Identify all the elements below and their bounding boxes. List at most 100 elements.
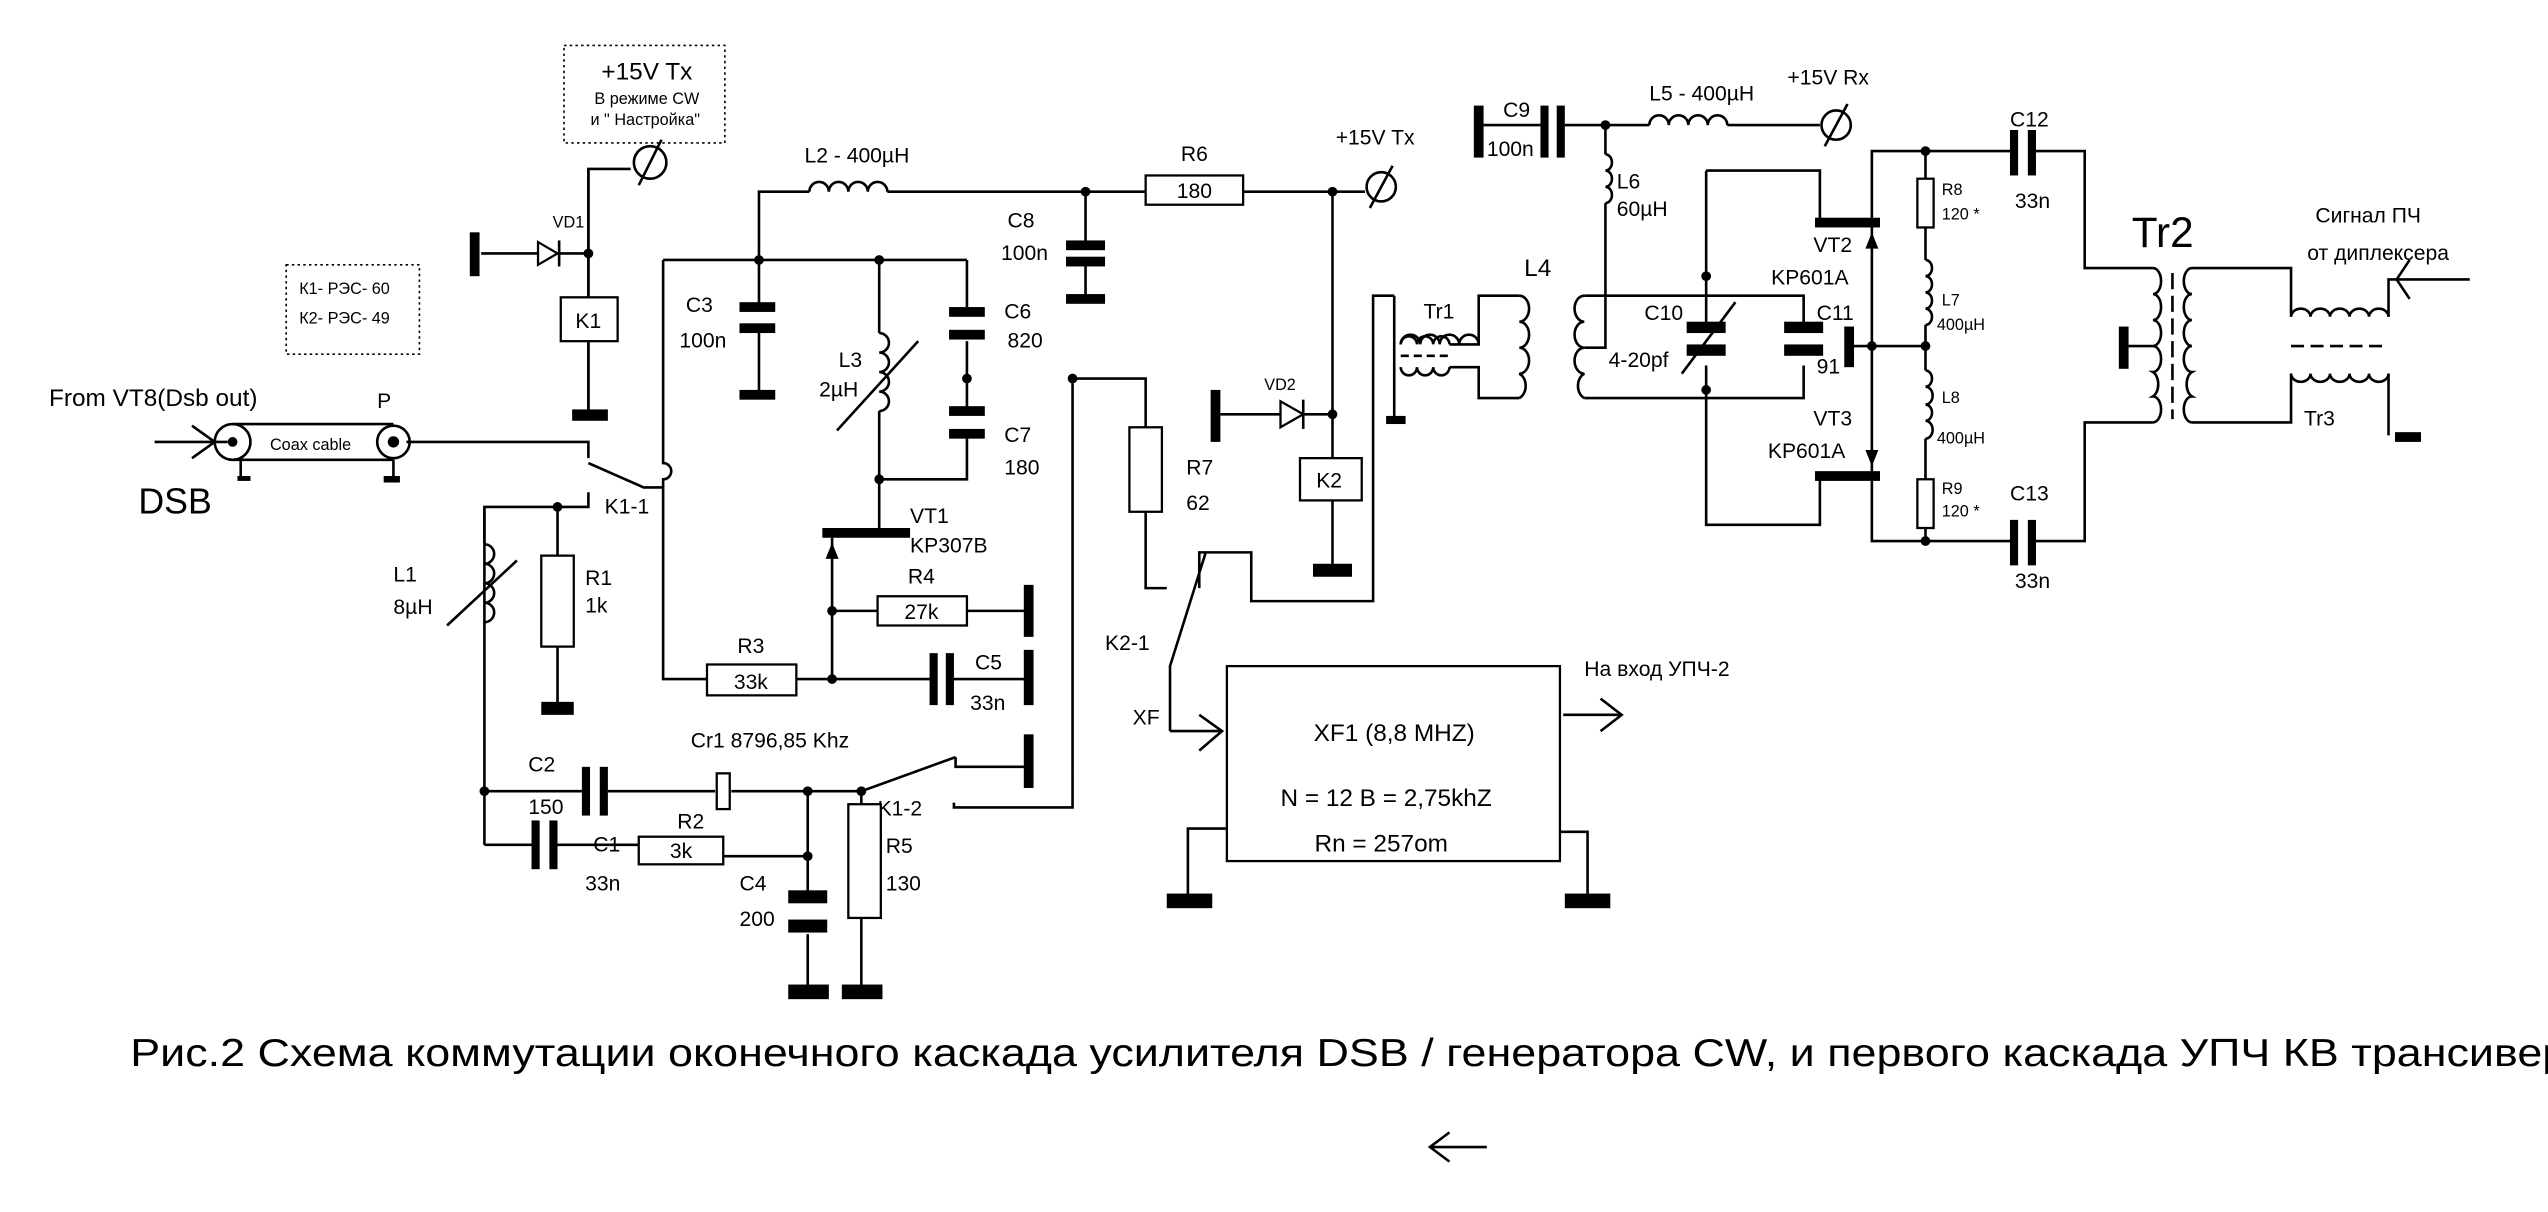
svg-text:Сигнал ПЧ: Сигнал ПЧ [2315, 205, 2421, 228]
svg-text:XF: XF [1133, 707, 1160, 730]
svg-text:3k: 3k [670, 840, 693, 863]
svg-text:KP601A: KP601A [1768, 440, 1846, 463]
svg-text:VT1: VT1 [910, 505, 949, 528]
figure-caption: Рис.2 Схема коммутации оконечного каскад… [130, 1032, 2548, 1075]
svg-text:R6: R6 [1181, 143, 1208, 166]
svg-text:L6: L6 [1617, 170, 1640, 193]
k1-1-switch: K1-1 L1 8µH R1 1k [393, 440, 664, 845]
svg-text:VT2: VT2 [1813, 234, 1852, 257]
svg-text:от диплексера: от диплексера [2307, 242, 2449, 265]
svg-text:400µH: 400µH [1937, 430, 1985, 448]
svg-text:100n: 100n [679, 330, 726, 353]
svg-text:C5: C5 [975, 651, 1002, 674]
svg-text:C12: C12 [2010, 109, 2049, 132]
svg-text:4-20pf: 4-20pf [1609, 349, 1669, 372]
svg-text:Coax cable: Coax cable [270, 436, 351, 454]
svg-text:From VT8(Dsb out): From VT8(Dsb out) [49, 385, 257, 412]
svg-text:N = 12 B = 2,75khZ: N = 12 B = 2,75khZ [1280, 785, 1491, 812]
svg-text:C13: C13 [2010, 482, 2049, 505]
svg-text:VT3: VT3 [1813, 408, 1852, 431]
svg-text:+15V Tx: +15V Tx [601, 59, 692, 86]
svg-text:L7: L7 [1942, 291, 1960, 309]
svg-text:K1-2: K1-2 [878, 798, 923, 821]
svg-text:KP601A: KP601A [1771, 266, 1849, 289]
k1-relay-circuit: K1 VD1 [469, 139, 668, 421]
svg-text:L4: L4 [1524, 255, 1551, 282]
svg-text:R7: R7 [1186, 456, 1213, 479]
svg-text:L1: L1 [393, 564, 416, 587]
svg-text:DSB: DSB [138, 481, 211, 521]
relay-note: К1- РЭС- 60 К2- РЭС- 49 [285, 264, 421, 355]
svg-text:62: 62 [1186, 492, 1209, 515]
svg-text:L3: L3 [839, 349, 862, 372]
svg-text:2µH: 2µH [819, 378, 858, 401]
svg-text:100n: 100n [1001, 242, 1048, 265]
svg-text:+15V Tx: +15V Tx [1336, 127, 1415, 150]
svg-text:и " Настройка": и " Настройка" [590, 111, 700, 129]
supply-note: +15V Tx В режиме CW и " Настройка" [563, 44, 726, 144]
svg-text:KP307B: KP307B [910, 534, 987, 557]
svg-text:180: 180 [1004, 456, 1039, 479]
svg-text:В режиме CW: В режиме CW [594, 90, 700, 108]
svg-text:150: 150 [528, 796, 563, 819]
svg-text:400µH: 400µH [1937, 316, 1985, 334]
svg-text:Tr1: Tr1 [1423, 300, 1454, 323]
svg-text:C7: C7 [1004, 424, 1031, 447]
svg-text:C4: C4 [739, 872, 766, 895]
svg-text:C11: C11 [1817, 302, 1854, 325]
svg-text:K2: K2 [1316, 469, 1342, 492]
svg-text:C10: C10 [1644, 302, 1683, 325]
svg-text:130: 130 [886, 872, 921, 895]
svg-text:R3: R3 [737, 635, 764, 658]
svg-text:1k: 1k [585, 594, 608, 617]
svg-text:Rn = 257om: Rn = 257om [1315, 830, 1448, 857]
svg-text:C1: C1 [593, 833, 620, 856]
svg-text:120 *: 120 * [1942, 205, 1981, 223]
svg-text:C2: C2 [528, 754, 555, 777]
svg-text:L2 - 400µH: L2 - 400µH [804, 144, 909, 167]
svg-text:8µH: 8µH [393, 596, 432, 619]
svg-text:P: P [377, 390, 391, 413]
svg-text:C8: C8 [1008, 209, 1035, 232]
svg-text:200: 200 [739, 908, 774, 931]
svg-text:K1: K1 [575, 310, 601, 333]
svg-text:На вход УПЧ-2: На вход УПЧ-2 [1584, 658, 1729, 681]
svg-text:L5 - 400µH: L5 - 400µH [1649, 83, 1754, 106]
svg-text:91: 91 [1817, 356, 1840, 379]
svg-text:R4: R4 [908, 565, 935, 588]
crystal-branch: Cr1 8796,85 Khz C2 150 K1-2 C1 33n R2 3k C4… [479, 377, 1147, 1000]
svg-text:100n: 100n [1487, 138, 1534, 161]
k2-relay-circuit: R7 62 K2-1 VD2 K2 [1105, 191, 1395, 732]
svg-text:Tr3: Tr3 [2304, 408, 2335, 431]
svg-text:820: 820 [1008, 330, 1043, 353]
arrow-left-icon [1427, 1131, 1487, 1163]
svg-text:R2: R2 [677, 811, 704, 834]
svg-text:180: 180 [1177, 180, 1212, 203]
svg-text:C9: C9 [1503, 99, 1530, 122]
svg-text:К2- РЭС- 49: К2- РЭС- 49 [299, 309, 390, 327]
svg-text:VD1: VD1 [553, 213, 585, 231]
svg-text:R5: R5 [886, 835, 913, 858]
svg-text:VD2: VD2 [1264, 376, 1296, 394]
svg-text:R1: R1 [585, 567, 612, 590]
svg-text:120 *: 120 * [1942, 503, 1981, 521]
xf1-filter: XF На вход УПЧ-2 XF1 (8,8 MHZ) N = 12 B … [1133, 658, 1730, 909]
svg-text:27k: 27k [904, 601, 938, 624]
svg-text:33n: 33n [2015, 570, 2050, 593]
svg-text:XF1 (8,8 MHZ): XF1 (8,8 MHZ) [1314, 720, 1475, 747]
svg-text:K1-1: K1-1 [605, 495, 650, 518]
svg-text:R8: R8 [1942, 181, 1963, 199]
svg-text:R9: R9 [1942, 480, 1963, 498]
svg-text:L8: L8 [1942, 389, 1960, 407]
svg-text:Tr2: Tr2 [2132, 209, 2194, 256]
svg-text:33n: 33n [2015, 190, 2050, 213]
svg-text:Cr1 8796,85 Khz: Cr1 8796,85 Khz [691, 729, 849, 752]
svg-text:+15V Rx: +15V Rx [1787, 66, 1869, 89]
svg-text:33n: 33n [970, 692, 1005, 715]
svg-text:33k: 33k [734, 671, 768, 694]
svg-text:K2-1: K2-1 [1105, 632, 1150, 655]
svg-text:C6: C6 [1004, 300, 1031, 323]
